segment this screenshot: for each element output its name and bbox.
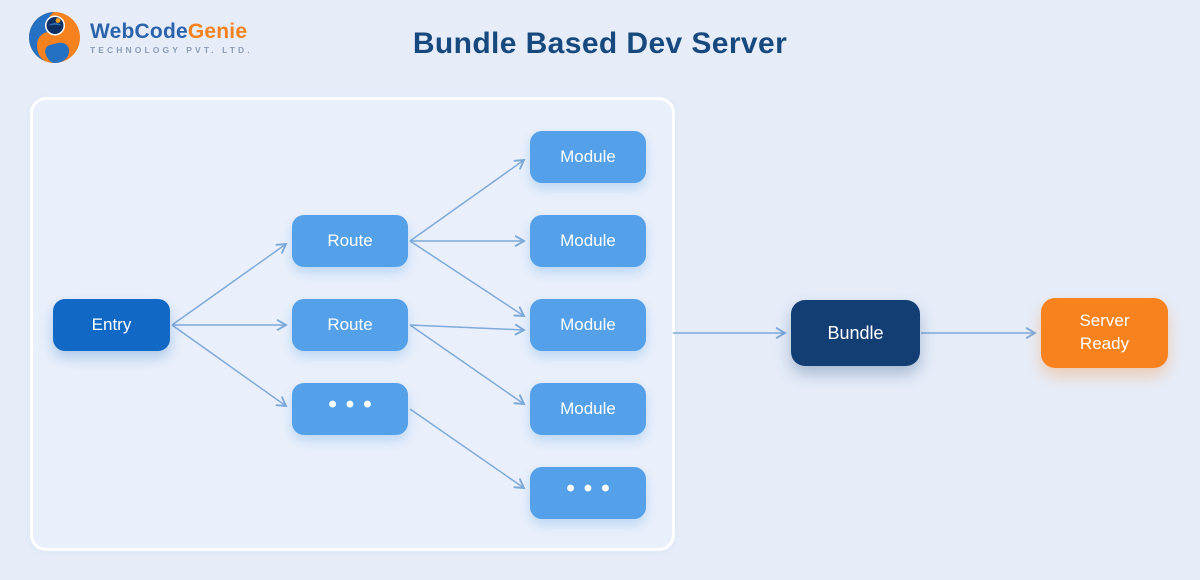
route-node-2: Route: [292, 299, 408, 351]
entry-node: Entry: [53, 299, 170, 351]
brand-tagline: TECHNOLOGY PVT. LTD.: [90, 44, 253, 55]
module-node-2: Module: [530, 215, 646, 267]
routes-more-node: •••: [292, 383, 408, 435]
module-node-1: Module: [530, 131, 646, 183]
page-title: Bundle Based Dev Server: [412, 27, 788, 60]
brand-name: WebCodeGenie: [90, 19, 253, 43]
server-ready-line1: Server: [1079, 311, 1130, 331]
module-node-4: Module: [530, 383, 646, 435]
modules-more-node: •••: [530, 467, 646, 519]
bundle-node: Bundle: [791, 300, 920, 366]
server-ready-line2: Ready: [1079, 334, 1130, 353]
route-node-1: Route: [292, 215, 408, 267]
brand-genie: Genie: [187, 19, 248, 43]
webcodegenie-logo-icon: [29, 12, 80, 63]
module-node-3: Module: [530, 299, 646, 351]
brand-webcode: WebCode: [90, 19, 188, 43]
server-ready-node: Server Ready: [1041, 298, 1168, 368]
webcodegenie-logo: WebCodeGenie TECHNOLOGY PVT. LTD.: [28, 11, 253, 64]
